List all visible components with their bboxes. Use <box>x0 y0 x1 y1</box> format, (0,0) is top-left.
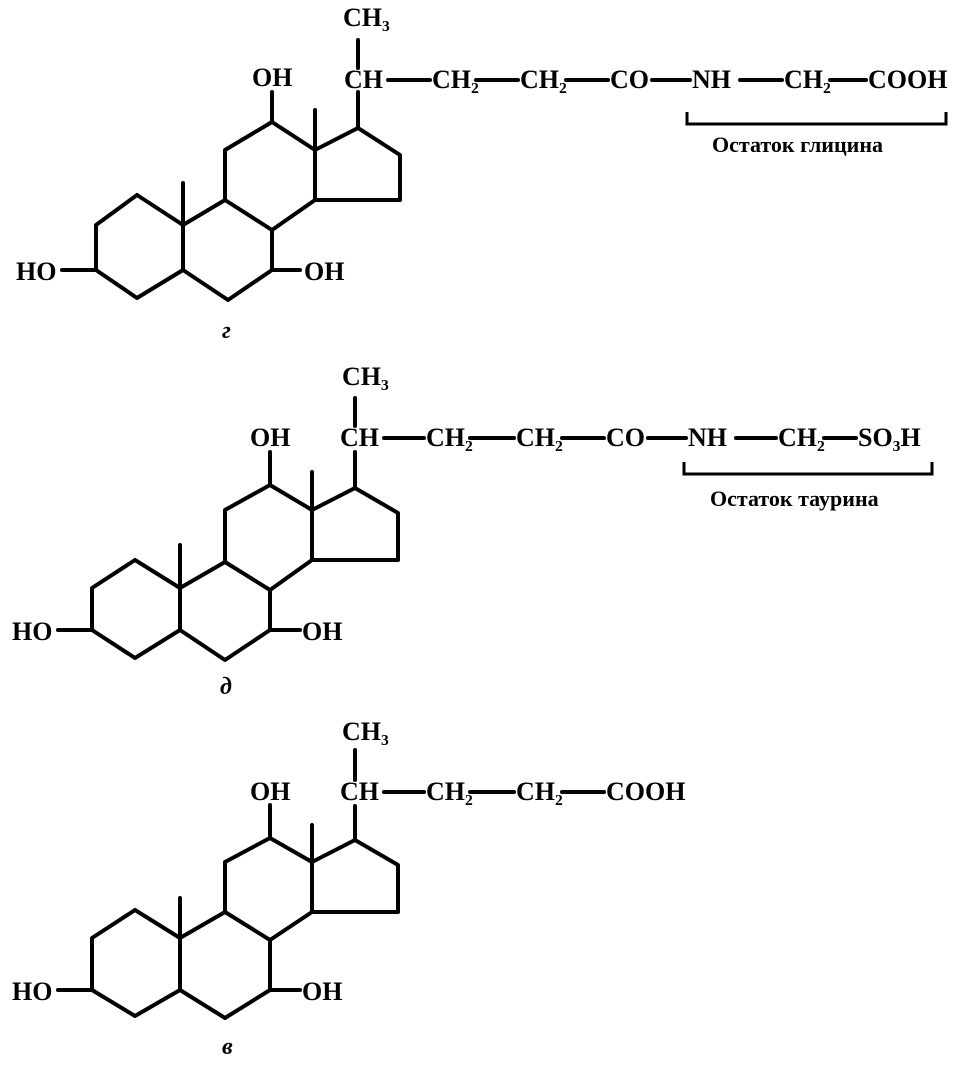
hydroxyl-7-label: OH <box>304 257 344 286</box>
ch2-label-1: CH₂ <box>426 423 473 452</box>
hydroxyl-3-label: HO <box>16 257 56 286</box>
structure-v: CH₃ OH HO OH CH CH₂ CH₂ COOH в <box>12 717 685 1060</box>
methyl-label: CH₃ <box>342 362 389 391</box>
residue-bracket <box>682 462 934 476</box>
ch2-label-1: CH₂ <box>426 777 473 806</box>
ch2-label-1: CH₂ <box>432 65 479 94</box>
carbonyl-label: CO <box>606 423 645 452</box>
residue-caption: Остаток глицина <box>712 132 883 157</box>
amide-nh-label: NH <box>688 423 727 452</box>
amide-nh-label: NH <box>692 65 731 94</box>
residue-bracket <box>685 112 948 126</box>
hydroxyl-7-label: OH <box>302 977 342 1006</box>
hydroxyl-12-label: OH <box>250 777 290 806</box>
methyl-label: CH₃ <box>342 717 389 746</box>
hydroxyl-12-label: OH <box>250 423 290 452</box>
end-group-label: COOH <box>606 777 685 806</box>
hydroxyl-3-label: HO <box>12 977 52 1006</box>
ch2-label-3: CH₂ <box>784 65 831 94</box>
ch2-label-2: CH₂ <box>520 65 567 94</box>
ch2-label-3: CH₂ <box>778 423 825 452</box>
ch2-label-2: CH₂ <box>516 423 563 452</box>
residue-caption: Остаток таурина <box>710 486 879 511</box>
carbonyl-label: CO <box>610 65 649 94</box>
ch-label: CH <box>344 65 383 94</box>
structure-letter: д <box>220 674 232 700</box>
ch2-label-2: CH₂ <box>516 777 563 806</box>
steroid-skeleton <box>56 748 400 1020</box>
ch-label: CH <box>340 777 379 806</box>
structure-letter: г <box>222 318 231 344</box>
steroid-skeleton <box>56 396 400 662</box>
end-group-label: COOH <box>868 65 947 94</box>
structure-g: CH₃ OH HO OH CH CH₂ CH₂ CO NH CH₂ COOH О… <box>16 3 948 344</box>
structure-d: CH₃ OH HO OH CH CH₂ CH₂ CO NH CH₂ SO₃H О… <box>12 362 934 700</box>
methyl-label: CH₃ <box>343 3 390 32</box>
end-group-label: SO₃H <box>858 423 921 452</box>
hydroxyl-3-label: HO <box>12 617 52 646</box>
structure-letter: в <box>222 1034 233 1060</box>
steroid-skeleton <box>60 38 402 302</box>
hydroxyl-12-label: OH <box>252 63 292 92</box>
ch-label: CH <box>340 423 379 452</box>
hydroxyl-7-label: OH <box>302 617 342 646</box>
